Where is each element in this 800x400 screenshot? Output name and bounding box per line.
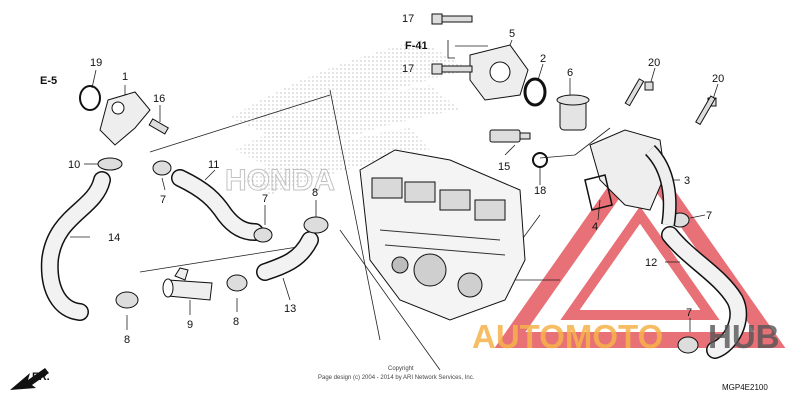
ref-f41: F-41 bbox=[405, 40, 428, 52]
bolts-20 bbox=[624, 78, 717, 126]
wordmark-hub: HUB bbox=[708, 318, 780, 355]
thermostat-6 bbox=[556, 94, 590, 131]
callout-20b: 20 bbox=[712, 73, 724, 85]
callout-labels: 1 19 16 10 11 7 14 7 8 9 8 8 13 17 17 5 … bbox=[68, 13, 724, 346]
clamp-7a bbox=[152, 160, 172, 176]
honda-watermark-text: HONDA bbox=[225, 164, 335, 197]
ref-e5: E-5 bbox=[40, 75, 57, 87]
callout-8c: 8 bbox=[233, 316, 239, 328]
callout-18: 18 bbox=[534, 185, 546, 197]
hose-13 bbox=[257, 232, 318, 280]
callout-15: 15 bbox=[498, 161, 510, 173]
clamp-7d bbox=[677, 336, 699, 354]
callout-5: 5 bbox=[509, 28, 515, 40]
callout-16: 16 bbox=[153, 93, 165, 105]
bolt-16 bbox=[148, 118, 169, 135]
callout-7b: 7 bbox=[262, 193, 268, 205]
honda-wing-watermark: HONDA bbox=[225, 40, 470, 198]
callout-20a: 20 bbox=[648, 57, 660, 69]
front-arrow-icon bbox=[10, 368, 49, 390]
copyright-line-1: Copyright bbox=[388, 366, 414, 372]
callout-13: 13 bbox=[284, 303, 296, 315]
callout-10: 10 bbox=[68, 159, 80, 171]
water-outlet-joint bbox=[99, 91, 151, 146]
callout-14: 14 bbox=[108, 232, 120, 244]
callout-19: 19 bbox=[90, 57, 102, 69]
wordmark-automoto: AUTOMOTO bbox=[472, 318, 663, 355]
callout-12: 12 bbox=[645, 257, 657, 269]
seal-ring-2 bbox=[523, 77, 547, 107]
clamp-7b bbox=[253, 227, 273, 243]
callout-17b: 17 bbox=[402, 63, 414, 75]
automotohub-triangle-logo bbox=[494, 141, 786, 348]
small-clamps bbox=[115, 160, 699, 354]
thermostat-housing-3 bbox=[589, 129, 677, 227]
clamp-8c bbox=[226, 274, 248, 292]
callout-17a: 17 bbox=[402, 13, 414, 25]
callout-8a: 8 bbox=[312, 187, 318, 199]
callout-7d: 7 bbox=[686, 307, 692, 319]
thermostat-cover-5 bbox=[469, 44, 529, 101]
o-ring bbox=[79, 85, 101, 111]
engine-block bbox=[359, 149, 526, 321]
callout-9: 9 bbox=[187, 319, 193, 331]
bolts-17 bbox=[431, 13, 473, 75]
diagram-code: MGP4E2100 bbox=[722, 383, 768, 392]
callout-11: 11 bbox=[208, 159, 219, 171]
automotohub-wordmark: AUTOMOTO HUB bbox=[472, 318, 780, 355]
ref-fr: FR. bbox=[32, 371, 50, 383]
callout-1: 1 bbox=[122, 71, 128, 83]
f41-bracket bbox=[447, 40, 455, 59]
callout-6: 6 bbox=[567, 67, 573, 79]
callout-4: 4 bbox=[592, 221, 598, 233]
callout-7c: 7 bbox=[706, 210, 712, 222]
callout-3: 3 bbox=[684, 175, 690, 187]
clamp-8b bbox=[115, 291, 139, 309]
callout-2: 2 bbox=[540, 53, 546, 65]
copyright-line-2: Page design (c) 2004 - 2014 by ARI Netwo… bbox=[318, 375, 475, 381]
hose-12 bbox=[662, 227, 746, 358]
washer-18 bbox=[532, 152, 548, 168]
gasket-4 bbox=[584, 174, 613, 211]
hose-11 bbox=[172, 170, 263, 240]
callout-8b: 8 bbox=[124, 334, 130, 346]
water-pipe-9 bbox=[162, 267, 213, 301]
hose-14 bbox=[42, 172, 110, 320]
callout-7a: 7 bbox=[160, 194, 166, 206]
clamp-8a bbox=[303, 216, 329, 234]
hose-clamp-10 bbox=[97, 157, 123, 171]
temperature-sensor-15 bbox=[489, 129, 531, 143]
